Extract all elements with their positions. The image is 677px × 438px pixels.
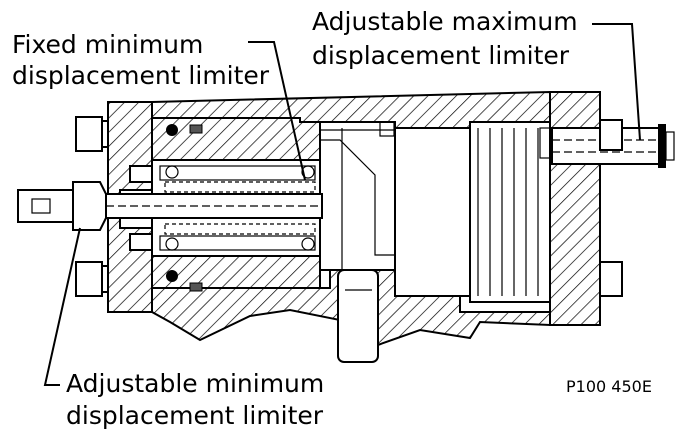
seal-rings <box>166 124 203 292</box>
right-bolt-top <box>599 119 623 151</box>
label-fixed-min-line1: Fixed minimum <box>12 30 203 59</box>
label-adj-min-line2: displacement limiter <box>66 401 324 430</box>
leader-fixed-min <box>248 41 306 181</box>
left-bolt-bottom <box>75 261 109 297</box>
leader-adjustable-min <box>43 227 81 386</box>
right-bolt-bottom <box>599 261 623 297</box>
servo-piston <box>319 121 396 271</box>
label-adj-max-line2: displacement limiter <box>312 41 570 70</box>
label-adj-max-line1: Adjustable maximum <box>312 7 578 36</box>
label-fixed-min-line2: displacement limiter <box>12 61 270 90</box>
leader-adjustable-max <box>592 23 641 141</box>
cylinder-block <box>394 121 551 303</box>
left-bolt-top <box>75 116 109 152</box>
label-adj-min-line1: Adjustable minimum <box>66 369 324 398</box>
figure-code: P100 450E <box>566 377 652 396</box>
follower-pin <box>337 269 379 363</box>
adjusting-screw <box>17 181 323 231</box>
